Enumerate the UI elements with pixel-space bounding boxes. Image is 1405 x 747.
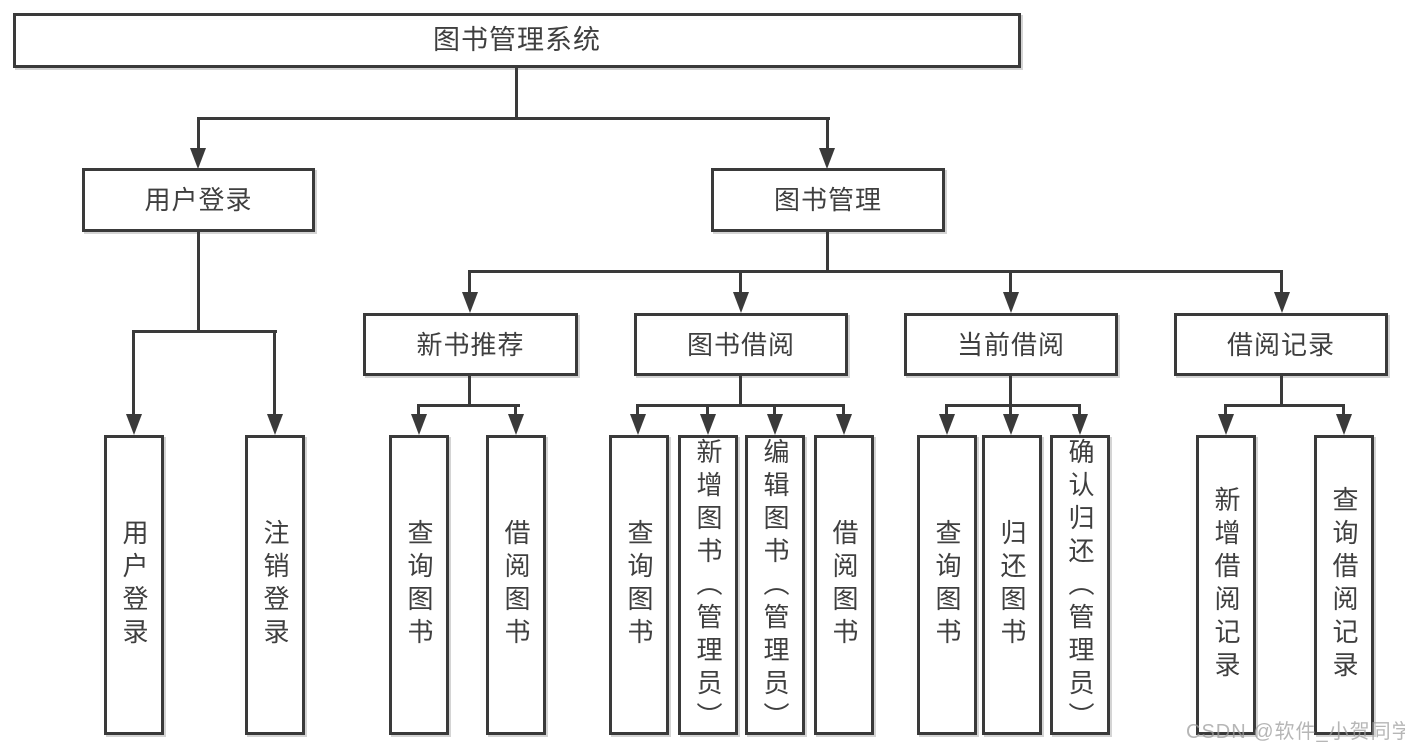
leaf-query-books: 查询图书 <box>917 435 977 735</box>
connector-rail <box>417 404 520 407</box>
connector-stub-user-login <box>197 117 200 149</box>
node-user-login-branch: 用户登录 <box>82 168 315 232</box>
connector-stub-borrow-records <box>1280 270 1283 294</box>
connector-stub-leaf <box>273 330 276 416</box>
connector-user-login-stem <box>197 232 200 332</box>
arrow-down-icon <box>1218 414 1234 435</box>
leaf-edit-books-admin: 编辑图书（管理员） <box>745 435 805 735</box>
connector-root-stem <box>515 68 518 119</box>
connector-stub-leaf <box>1078 404 1081 416</box>
connector-stub-leaf <box>842 404 845 416</box>
arrow-down-icon <box>1072 414 1088 435</box>
arrow-down-icon <box>939 414 955 435</box>
connector-stem <box>1009 376 1012 407</box>
arrow-down-icon <box>411 414 427 435</box>
leaf-query-books: 查询图书 <box>609 435 669 735</box>
arrow-down-icon <box>267 414 283 435</box>
leaf-return-books: 归还图书 <box>982 435 1042 735</box>
connector-stub-leaf <box>706 404 709 416</box>
arrow-down-icon <box>1003 292 1019 313</box>
connector-stub-leaf <box>636 404 639 416</box>
arrow-down-icon <box>836 414 852 435</box>
connector-stub-leaf <box>773 404 776 416</box>
node-root-library-system: 图书管理系统 <box>13 13 1021 68</box>
connector-stub-leaf <box>1342 404 1345 416</box>
connector-stem <box>1280 376 1283 407</box>
connector-book-mgmt-rail <box>468 270 1283 273</box>
leaf-logout: 注销登录 <box>245 435 305 735</box>
node-book-management-branch: 图书管理 <box>711 168 945 232</box>
connector-user-login-rail <box>132 330 277 333</box>
node-new-book-recommend: 新书推荐 <box>363 313 578 376</box>
leaf-confirm-return-admin: 确认归还（管理员） <box>1050 435 1110 735</box>
csdn-watermark: CSDN @软件_小贺同学 <box>1186 721 1405 743</box>
arrow-down-icon <box>733 292 749 313</box>
connector-stub-leaf <box>132 330 135 416</box>
node-book-borrowing: 图书借阅 <box>634 313 848 376</box>
connector-rail <box>636 404 845 407</box>
connector-stub-leaf <box>945 404 948 416</box>
leaf-add-borrow-record: 新增借阅记录 <box>1196 435 1256 735</box>
arrow-down-icon <box>1336 414 1352 435</box>
connector-stub-book-mgmt <box>826 117 829 149</box>
connector-stub-current-borrow <box>1009 270 1012 294</box>
connector-stem <box>468 376 471 407</box>
connector-rail <box>1224 404 1345 407</box>
connector-stem <box>739 376 742 407</box>
leaf-add-books-admin: 新增图书（管理员） <box>678 435 738 735</box>
connector-book-mgmt-stem <box>826 232 829 273</box>
connector-root-rail <box>197 117 830 120</box>
connector-stub-leaf <box>1009 404 1012 416</box>
connector-rail <box>945 404 1081 407</box>
arrow-down-icon <box>508 414 524 435</box>
connector-stub-new-books <box>468 270 471 294</box>
arrow-down-icon <box>1003 414 1019 435</box>
leaf-query-borrow-record: 查询借阅记录 <box>1314 435 1374 735</box>
leaf-borrow-books: 借阅图书 <box>814 435 874 735</box>
arrow-down-icon <box>462 292 478 313</box>
arrow-down-icon <box>819 148 835 169</box>
leaf-query-books: 查询图书 <box>389 435 449 735</box>
connector-stub-leaf <box>514 404 517 416</box>
connector-stub-book-borrow <box>739 270 742 294</box>
arrow-down-icon <box>630 414 646 435</box>
leaf-borrow-books: 借阅图书 <box>486 435 546 735</box>
arrow-down-icon <box>700 414 716 435</box>
arrow-down-icon <box>126 414 142 435</box>
connector-stub-leaf <box>1224 404 1227 416</box>
arrow-down-icon <box>1274 292 1290 313</box>
arrow-down-icon <box>767 414 783 435</box>
node-borrowing-records: 借阅记录 <box>1174 313 1388 376</box>
leaf-user-login: 用户登录 <box>104 435 164 735</box>
arrow-down-icon <box>190 148 206 169</box>
connector-stub-leaf <box>417 404 420 416</box>
node-current-borrowing: 当前借阅 <box>904 313 1118 376</box>
